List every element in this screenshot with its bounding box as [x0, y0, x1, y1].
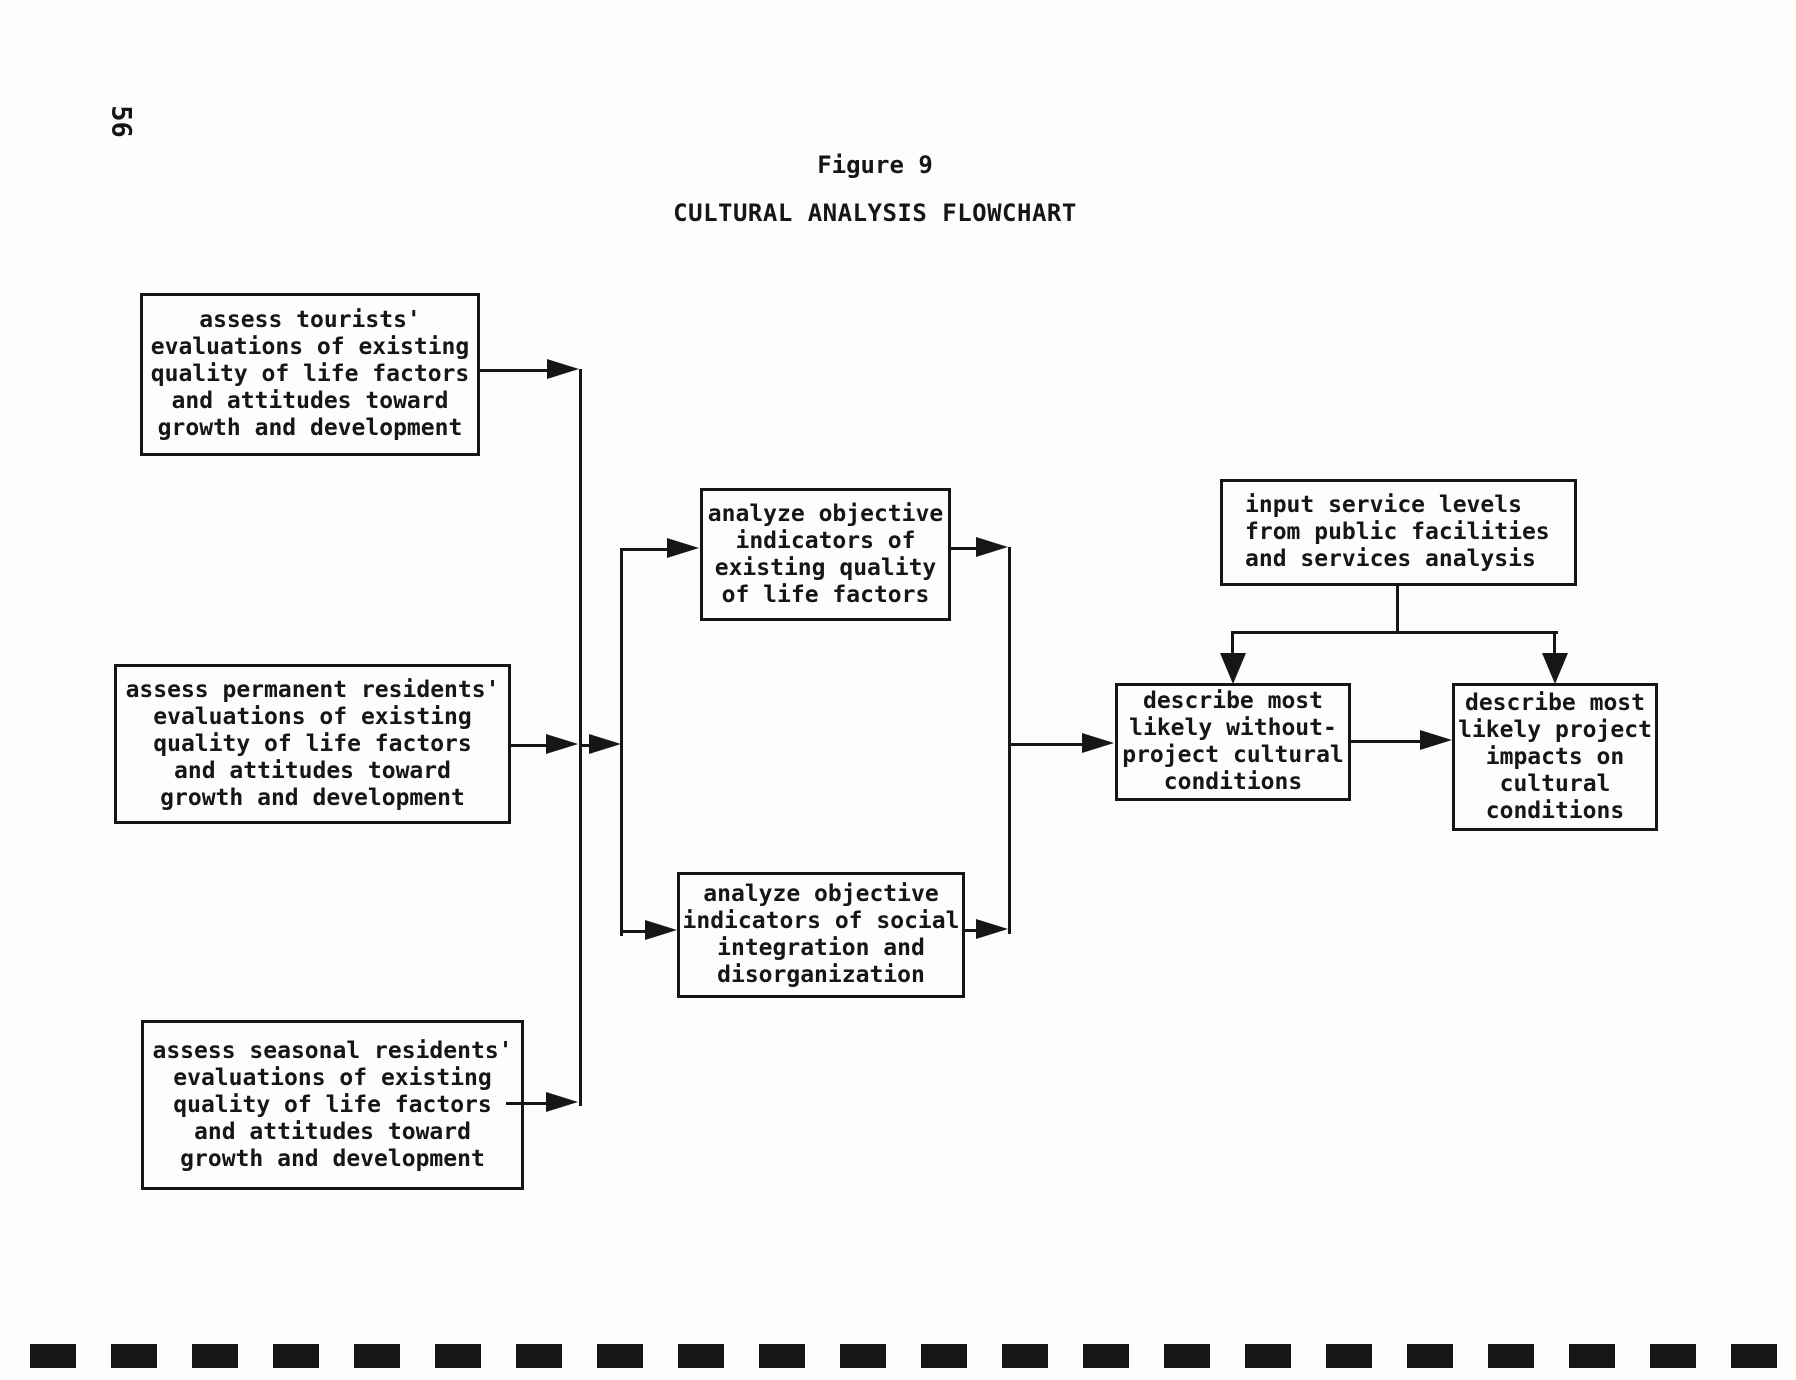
- node-assess-permanent-residents: assess permanent residents' evaluations …: [114, 664, 511, 824]
- input-drop-right-line: [1553, 632, 1556, 656]
- figure-header: Figure 9 CULTURAL ANALYSIS FLOWCHART: [475, 150, 1275, 228]
- node-project-impacts: describe most likely project impacts on …: [1452, 683, 1658, 831]
- connector-social-out-line: [963, 929, 979, 932]
- connector-tourists-line: [478, 369, 552, 372]
- node-without-project-conditions: describe most likely without- project cu…: [1115, 683, 1351, 801]
- connector-to-social-line: [623, 930, 648, 933]
- figure-label: Figure 9: [817, 151, 933, 179]
- arrowhead-seasonal-to-collector: [546, 1092, 578, 1112]
- connector-seasonal-line: [506, 1102, 550, 1105]
- page-number: 56: [105, 105, 137, 138]
- node-assess-seasonal-residents: assess seasonal residents' evaluations o…: [141, 1020, 524, 1190]
- collector-line-left: [579, 369, 582, 1106]
- arrowhead-input-to-impacts: [1542, 653, 1568, 684]
- arrowhead-to-social: [645, 920, 677, 940]
- input-drop-left-line: [1231, 632, 1234, 656]
- arrowhead-permanent-to-collector: [546, 734, 578, 754]
- connector-permanent-line: [508, 744, 550, 747]
- node-assess-tourists: assess tourists' evaluations of existing…: [140, 293, 480, 456]
- film-edge-dashes: [30, 1344, 1790, 1368]
- arrowhead-social-to-merge: [976, 919, 1008, 939]
- arrowhead-qol-to-merge: [976, 537, 1008, 557]
- arrowhead-tourists-to-collector: [547, 359, 579, 379]
- merge-line-right: [1008, 547, 1011, 934]
- arrowhead-to-without-project: [1082, 733, 1114, 753]
- arrowhead-bridge-to-splitter: [589, 734, 621, 754]
- figure-title: CULTURAL ANALYSIS FLOWCHART: [673, 199, 1077, 227]
- input-split-line: [1231, 631, 1558, 634]
- node-analyze-social-integration: analyze objective indicators of social i…: [677, 872, 965, 998]
- connector-merge-to-without-line: [1010, 743, 1084, 746]
- input-stem-line: [1396, 584, 1399, 634]
- node-analyze-quality-of-life: analyze objective indicators of existing…: [700, 488, 951, 621]
- arrowhead-to-qol: [667, 538, 699, 558]
- splitter-line-analyze: [620, 548, 623, 936]
- connector-collector-bridge: [582, 744, 592, 747]
- arrowhead-to-impacts: [1420, 730, 1452, 750]
- connector-to-qol-line: [623, 548, 669, 551]
- connector-qol-out-line: [949, 547, 979, 550]
- arrowhead-input-to-without: [1220, 653, 1246, 684]
- connector-without-to-impacts-line: [1349, 740, 1422, 743]
- node-input-service-levels: input service levels from public facilit…: [1220, 479, 1577, 586]
